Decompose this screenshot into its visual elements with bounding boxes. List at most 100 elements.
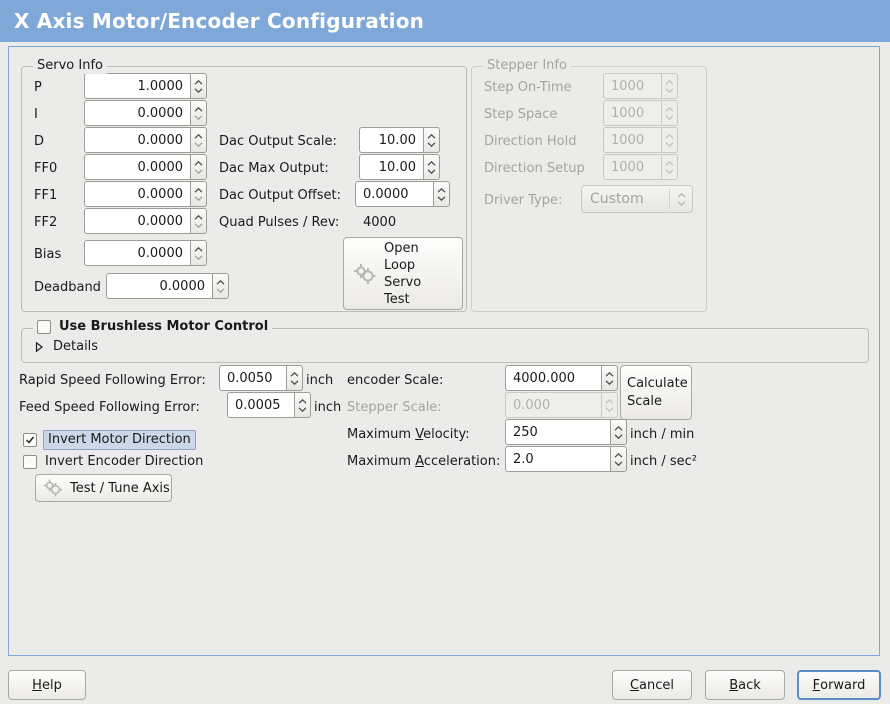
chevron-down-icon[interactable] <box>194 87 203 93</box>
details-expander[interactable]: Details <box>33 339 98 354</box>
dac-max-output-value[interactable]: 10.00 <box>359 154 423 180</box>
servo-spin-deadband[interactable]: 0.0000 <box>106 273 229 299</box>
use-brushless-motor-control-checkbox[interactable]: Use Brushless Motor Control <box>37 319 268 335</box>
dac-output-scale-value[interactable]: 10.00 <box>359 127 423 153</box>
servo-spin-bias-buttons[interactable] <box>190 240 207 266</box>
calculate-scale-button[interactable]: Calculate Scale <box>620 365 692 420</box>
chevron-up-icon[interactable] <box>194 246 203 252</box>
invert-encoder-direction-checkbox[interactable]: Invert Encoder Direction <box>23 454 203 470</box>
servo-spin-ff2[interactable]: 0.0000 <box>84 208 207 234</box>
chevron-down-icon[interactable] <box>194 254 203 260</box>
servo-spin-ff1-buttons[interactable] <box>190 181 207 207</box>
servo-spin-ff1[interactable]: 0.0000 <box>84 181 207 207</box>
servo-spin-ff0-value[interactable]: 0.0000 <box>84 154 190 180</box>
servo-spin-d[interactable]: 0.0000 <box>84 127 207 153</box>
servo-spin-d-value[interactable]: 0.0000 <box>84 127 190 153</box>
dac-output-offset-buttons[interactable] <box>433 181 450 207</box>
chevron-down-icon[interactable] <box>194 168 203 174</box>
dac-output-offset-spin[interactable]: 0.0000 <box>355 181 450 207</box>
encoder-scale-value[interactable]: 4000.000 <box>505 365 601 391</box>
chevron-up-icon[interactable] <box>605 371 614 377</box>
checkbox-box[interactable] <box>23 433 37 447</box>
chevron-down-icon[interactable] <box>614 460 623 466</box>
maximum-velocity-spin[interactable]: 250 <box>505 419 627 445</box>
step-on-time-value: 1000 <box>603 73 661 99</box>
chevron-up-icon[interactable] <box>437 187 446 193</box>
chevron-up-icon[interactable] <box>614 425 623 431</box>
servo-spin-i-value[interactable]: 0.0000 <box>84 100 190 126</box>
chevron-up-icon[interactable] <box>194 187 203 193</box>
open-loop-servo-test-button[interactable]: Open Loop Servo Test <box>343 237 463 310</box>
rapid-speed-spin-buttons[interactable] <box>286 365 303 391</box>
chevron-down-icon[interactable] <box>437 195 446 201</box>
chevron-up-icon[interactable] <box>194 79 203 85</box>
servo-spin-i[interactable]: 0.0000 <box>84 100 207 126</box>
encoder-scale-buttons[interactable] <box>601 365 618 391</box>
feed-speed-spin-buttons[interactable] <box>294 392 311 418</box>
maximum-velocity-label-pre: Maximum <box>347 427 416 442</box>
chevron-down-icon[interactable] <box>194 141 203 147</box>
servo-spin-d-buttons[interactable] <box>190 127 207 153</box>
servo-spin-p-value[interactable]: 1.0000 <box>84 73 190 99</box>
test-tune-axis-button[interactable]: Test / Tune Axis <box>35 474 172 502</box>
dac-output-scale-buttons[interactable] <box>423 127 440 153</box>
feed-speed-following-error-spin[interactable]: 0.0005 <box>227 392 311 418</box>
servo-spin-p-buttons[interactable] <box>190 73 207 99</box>
chevron-right-icon[interactable] <box>33 341 45 353</box>
maximum-velocity-value[interactable]: 250 <box>505 419 610 445</box>
chevron-down-icon[interactable] <box>614 433 623 439</box>
chevron-up-icon[interactable] <box>614 452 623 458</box>
checkbox-box[interactable] <box>37 320 51 334</box>
servo-spin-ff0-buttons[interactable] <box>190 154 207 180</box>
chevron-up-icon[interactable] <box>427 160 436 166</box>
checkbox-box[interactable] <box>23 455 37 469</box>
maximum-acceleration-spin[interactable]: 2.0 <box>505 446 627 472</box>
chevron-down-icon[interactable] <box>605 379 614 385</box>
chevron-up-icon[interactable] <box>194 106 203 112</box>
chevron-down-icon[interactable] <box>427 168 436 174</box>
servo-spin-deadband-value[interactable]: 0.0000 <box>106 273 212 299</box>
servo-spin-p[interactable]: 1.0000 <box>84 73 207 99</box>
chevron-up-icon[interactable] <box>216 279 225 285</box>
maximum-acceleration-buttons[interactable] <box>610 446 627 472</box>
chevron-down-icon[interactable] <box>298 406 307 412</box>
rapid-speed-following-error-value[interactable]: 0.0050 <box>219 365 286 391</box>
servo-spin-ff0[interactable]: 0.0000 <box>84 154 207 180</box>
dac-max-output-buttons[interactable] <box>423 154 440 180</box>
dac-output-offset-value[interactable]: 0.0000 <box>355 181 433 207</box>
chevron-up-icon[interactable] <box>427 133 436 139</box>
chevron-down-icon[interactable] <box>194 195 203 201</box>
chevron-up-icon <box>665 133 674 139</box>
maximum-acceleration-unit-label: inch / sec² <box>630 454 698 469</box>
maximum-velocity-buttons[interactable] <box>610 419 627 445</box>
dac-output-scale-spin[interactable]: 10.00 <box>359 127 440 153</box>
servo-spin-ff1-value[interactable]: 0.0000 <box>84 181 190 207</box>
feed-speed-following-error-value[interactable]: 0.0005 <box>227 392 294 418</box>
servo-spin-ff2-buttons[interactable] <box>190 208 207 234</box>
chevron-up-icon[interactable] <box>290 371 299 377</box>
chevron-down-icon[interactable] <box>427 141 436 147</box>
rapid-speed-following-error-spin[interactable]: 0.0050 <box>219 365 303 391</box>
chevron-up-icon[interactable] <box>194 214 203 220</box>
servo-spin-ff2-value[interactable]: 0.0000 <box>84 208 190 234</box>
chevron-up-icon[interactable] <box>194 133 203 139</box>
chevron-down-icon[interactable] <box>216 287 225 293</box>
chevron-up-icon[interactable] <box>298 398 307 404</box>
chevron-up-icon[interactable] <box>194 160 203 166</box>
chevron-down-icon[interactable] <box>290 379 299 385</box>
maximum-velocity-label-post: elocity: <box>423 427 470 442</box>
servo-spin-bias[interactable]: 0.0000 <box>84 240 207 266</box>
maximum-acceleration-value[interactable]: 2.0 <box>505 446 610 472</box>
servo-spin-bias-value[interactable]: 0.0000 <box>84 240 190 266</box>
invert-motor-direction-checkbox[interactable]: Invert Motor Direction <box>23 430 196 450</box>
servo-spin-i-buttons[interactable] <box>190 100 207 126</box>
chevron-down-icon[interactable] <box>194 114 203 120</box>
chevron-down-icon[interactable] <box>194 222 203 228</box>
servo-spin-deadband-buttons[interactable] <box>212 273 229 299</box>
encoder-scale-spin[interactable]: 4000.000 <box>505 365 618 391</box>
dac-max-output-spin[interactable]: 10.00 <box>359 154 440 180</box>
